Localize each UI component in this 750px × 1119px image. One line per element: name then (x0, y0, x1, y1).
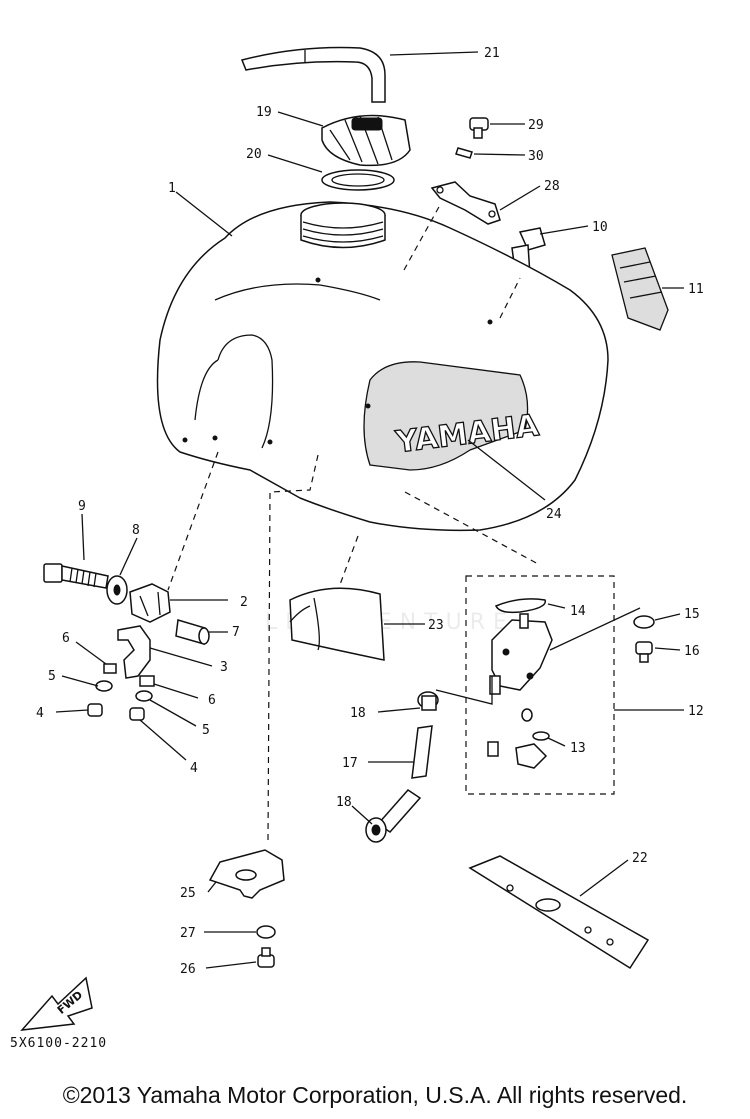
washer-30 (455, 147, 473, 159)
bolt-26 (257, 947, 275, 968)
vent-hose-21 (240, 46, 386, 103)
callout-4-right: 4 (190, 761, 198, 776)
callout-18-upper: 18 (350, 706, 366, 721)
washer-27 (256, 925, 276, 939)
callout-30: 30 (528, 149, 544, 164)
callout-15: 15 (684, 607, 700, 622)
callout-21: 21 (484, 46, 500, 61)
washer-5-left (95, 680, 113, 692)
callout-5-right: 5 (202, 723, 210, 738)
washer-5-right (135, 690, 153, 702)
diagram-code: 5X6100-2210 (10, 1036, 108, 1051)
callout-27: 27 (180, 926, 196, 941)
forward-arrow-icon: FWD (20, 976, 93, 1031)
bolt-4-left (87, 703, 103, 717)
callout-22: 22 (632, 851, 648, 866)
screw-small (487, 741, 499, 757)
callout-17: 17 (342, 756, 358, 771)
cap-gasket-20 (321, 169, 395, 191)
washer-15 (633, 615, 655, 629)
bracket-28 (430, 181, 501, 225)
callout-1: 1 (168, 181, 176, 196)
callout-6-right: 6 (208, 693, 216, 708)
strainer-13 (515, 708, 550, 769)
callout-2: 2 (240, 595, 248, 610)
callout-10: 10 (592, 220, 608, 235)
callout-5-left: 5 (48, 669, 56, 684)
callout-12: 12 (688, 704, 704, 719)
callout-18-lower: 18 (336, 795, 352, 810)
cover-23 (289, 587, 385, 661)
bracket-25 (208, 849, 285, 899)
callout-28: 28 (544, 179, 560, 194)
hose-18-lower (365, 789, 422, 843)
fuel-cap-19 (321, 114, 411, 167)
collar-7 (175, 619, 210, 645)
copyright-notice: ©2013 Yamaha Motor Corporation, U.S.A. A… (62, 1082, 688, 1108)
callout-7: 7 (232, 625, 240, 640)
callout-11: 11 (688, 282, 704, 297)
callout-23: 23 (428, 618, 444, 633)
clip-18-upper (417, 691, 439, 711)
screw-16 (635, 641, 653, 663)
callout-29: 29 (528, 118, 544, 133)
washer-8 (106, 575, 128, 605)
plate-22 (468, 855, 650, 970)
nut-6-right (139, 675, 155, 687)
callout-20: 20 (246, 147, 262, 162)
pad-11 (611, 247, 669, 331)
callout-26: 26 (180, 962, 196, 977)
callout-13: 13 (570, 741, 586, 756)
fuel-cock-assembly-box-12 (465, 575, 615, 795)
bolt-9 (43, 563, 109, 589)
damper-2 (129, 583, 171, 623)
callout-6-left: 6 (62, 631, 70, 646)
bolt-29 (469, 117, 489, 139)
gasket-14 (494, 598, 547, 614)
nut-6-left (103, 663, 117, 674)
fuel-tank-1: YAMAHA (156, 201, 609, 532)
callout-4-left: 4 (36, 706, 44, 721)
callout-3: 3 (220, 660, 228, 675)
callout-8: 8 (132, 523, 140, 538)
bolt-4-right (129, 707, 145, 721)
bracket-3 (117, 625, 151, 679)
callout-25: 25 (180, 886, 196, 901)
callout-19: 19 (256, 105, 272, 120)
callout-24: 24 (546, 507, 562, 522)
fuel-cock-body (489, 613, 553, 695)
callout-9: 9 (78, 499, 86, 514)
fuel-hose-17 (411, 725, 433, 779)
callout-14: 14 (570, 604, 586, 619)
callout-16: 16 (684, 644, 700, 659)
